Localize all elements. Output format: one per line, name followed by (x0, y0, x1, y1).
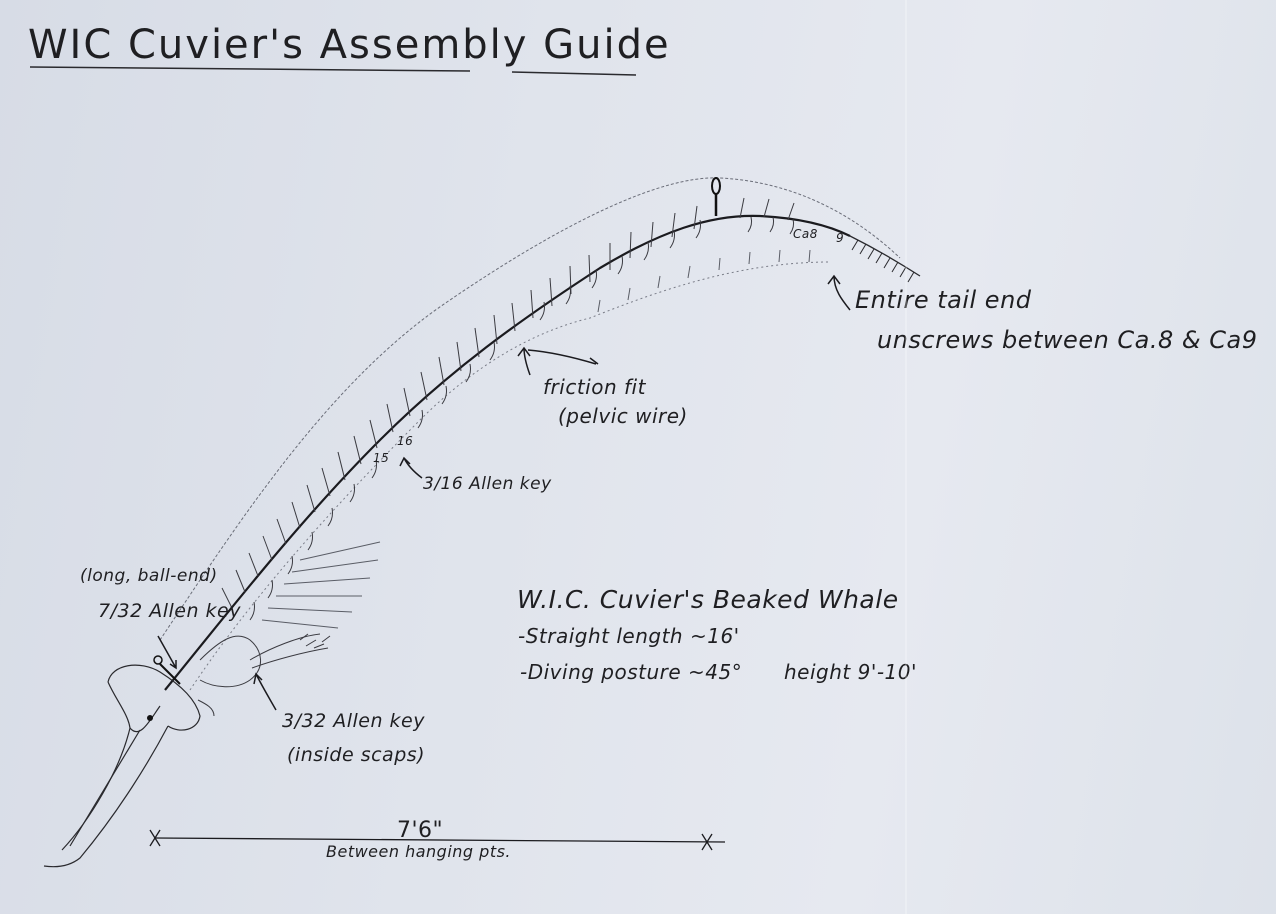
dimension-line (149, 829, 726, 851)
arrow-friction (517, 346, 531, 376)
dimension-value: 7'6" (397, 818, 444, 843)
arrow-friction-wire (527, 349, 599, 365)
tail-end-note-line2: unscrews between Ca.8 & Ca9 (877, 326, 1258, 354)
vertebra-label-ca9: 9 (836, 231, 845, 245)
skull-pin (147, 715, 153, 721)
title-underline (29, 66, 637, 76)
vertebra-label-16: 16 (397, 434, 414, 448)
scapula-flipper (197, 633, 331, 717)
neural-spines (221, 197, 795, 609)
vertebral-column (164, 214, 851, 691)
hemal-dashes (597, 249, 811, 313)
ventral-chevrons (249, 216, 795, 621)
tail-end-note-line1: Entire tail end (855, 286, 1032, 314)
arrow-332 (253, 672, 277, 711)
body-outline-dorsal (159, 177, 901, 641)
page-title: WIC Cuvier's Assembly Guide (28, 22, 671, 68)
specimen-length: -Straight length ~16' (518, 624, 740, 648)
friction-fit-note-line1: friction fit (543, 375, 646, 399)
allen-key-316-note: 3/16 Allen key (423, 474, 552, 494)
annotation-arrows (157, 274, 851, 711)
specimen-height: height 9'-10' (784, 660, 917, 684)
arrow-732 (157, 635, 177, 670)
vertebra-label-15: 15 (373, 451, 390, 465)
dimension-caption: Between hanging pts. (326, 842, 512, 861)
ribs (261, 541, 381, 629)
arrow-316 (399, 456, 423, 479)
tail-ticks (851, 239, 915, 283)
allen-key-332-note-line2: (inside scaps) (287, 744, 426, 766)
allen-key-332-note-line1: 3/32 Allen key (282, 710, 425, 732)
tail-end (849, 235, 921, 277)
arrow-tail-end (827, 274, 851, 311)
skull (43, 664, 201, 868)
hanging-hook-top (711, 177, 721, 216)
allen-key-732-note-line1: (long, ball-end) (80, 566, 218, 586)
vertebra-label-ca8: Ca8 (793, 227, 818, 241)
skull-hook (153, 655, 181, 685)
specimen-posture: -Diving posture ~45° (520, 660, 743, 684)
allen-key-732-note-line2: 7/32 Allen key (98, 600, 241, 622)
specimen-heading: W.I.C. Cuvier's Beaked Whale (517, 585, 899, 614)
friction-fit-note-line2: (pelvic wire) (558, 404, 688, 428)
